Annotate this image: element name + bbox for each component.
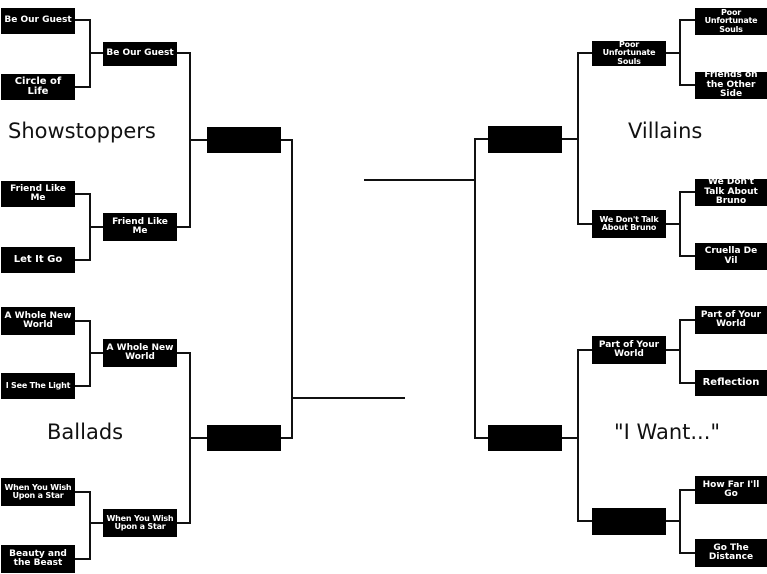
connector-showstoppers-final — [177, 52, 207, 228]
final-ballads-slot[interactable] — [207, 425, 281, 451]
seed-circle-of-life[interactable]: Circle of Life — [1, 74, 75, 100]
connector-showstoppers-b — [75, 193, 103, 261]
round2-villains-top[interactable]: Poor Unfortunate Souls — [592, 41, 666, 66]
connector-showstoppers-a — [75, 19, 103, 88]
region-label-showstoppers: Showstoppers — [8, 119, 156, 143]
final-showstoppers-slot[interactable] — [207, 127, 281, 153]
connector-iwant-b — [666, 489, 695, 554]
connector-ballads-final — [177, 352, 207, 524]
round2-showstoppers-bottom[interactable]: Friend Like Me — [103, 213, 177, 241]
round2-villains-bottom[interactable]: We Don't Talk About Bruno — [592, 210, 666, 238]
seed-how-far-ill-go[interactable]: How Far I'll Go — [695, 476, 767, 504]
seed-reflection[interactable]: Reflection — [695, 370, 767, 396]
seed-go-the-distance[interactable]: Go The Distance — [695, 539, 767, 567]
connector-villains-b — [666, 191, 695, 257]
connector-right-semifinal — [364, 138, 488, 439]
seed-when-you-wish-upon-a-star[interactable]: When You Wish Upon a Star — [1, 478, 75, 506]
seed-part-of-your-world[interactable]: Part of Your World — [695, 306, 767, 334]
final-villains-slot[interactable] — [488, 126, 562, 153]
seed-let-it-go[interactable]: Let It Go — [1, 247, 75, 273]
round2-ballads-top[interactable]: A Whole New World — [103, 339, 177, 367]
seed-beauty-and-the-beast[interactable]: Beauty and the Beast — [1, 545, 75, 573]
round2-i-want-bottom[interactable] — [592, 508, 666, 535]
seed-be-our-guest[interactable]: Be Our Guest — [1, 8, 75, 34]
region-label-villains: Villains — [628, 119, 703, 143]
connector-villains-a — [666, 19, 695, 86]
seed-a-whole-new-world[interactable]: A Whole New World — [1, 307, 75, 335]
seed-cruella-de-vil[interactable]: Cruella De Vil — [695, 243, 767, 270]
connector-iwant-a — [666, 319, 695, 384]
round2-i-want-top[interactable]: Part of Your World — [592, 336, 666, 364]
seed-poor-unfortunate-souls[interactable]: Poor Unfortunate Souls — [695, 8, 767, 35]
region-label-ballads: Ballads — [47, 420, 124, 444]
connector-ballads-b — [75, 491, 103, 560]
round2-ballads-bottom[interactable]: When You Wish Upon a Star — [103, 509, 177, 537]
seed-friend-like-me[interactable]: Friend Like Me — [1, 181, 75, 207]
connector-ballads-a — [75, 320, 103, 387]
seed-i-see-the-light[interactable]: I See The Light — [1, 373, 75, 399]
connector-villains-final — [562, 52, 592, 225]
connector-left-semifinal — [281, 139, 405, 439]
final-i-want-slot[interactable] — [488, 425, 562, 451]
seed-friends-on-the-other-side[interactable]: Friends on the Other Side — [695, 72, 767, 99]
connector-iwant-final — [562, 349, 592, 522]
seed-we-dont-talk-about-bruno[interactable]: We Don't Talk About Bruno — [695, 179, 767, 206]
round2-showstoppers-top[interactable]: Be Our Guest — [103, 42, 177, 66]
region-label-i-want: "I Want..." — [614, 420, 721, 444]
